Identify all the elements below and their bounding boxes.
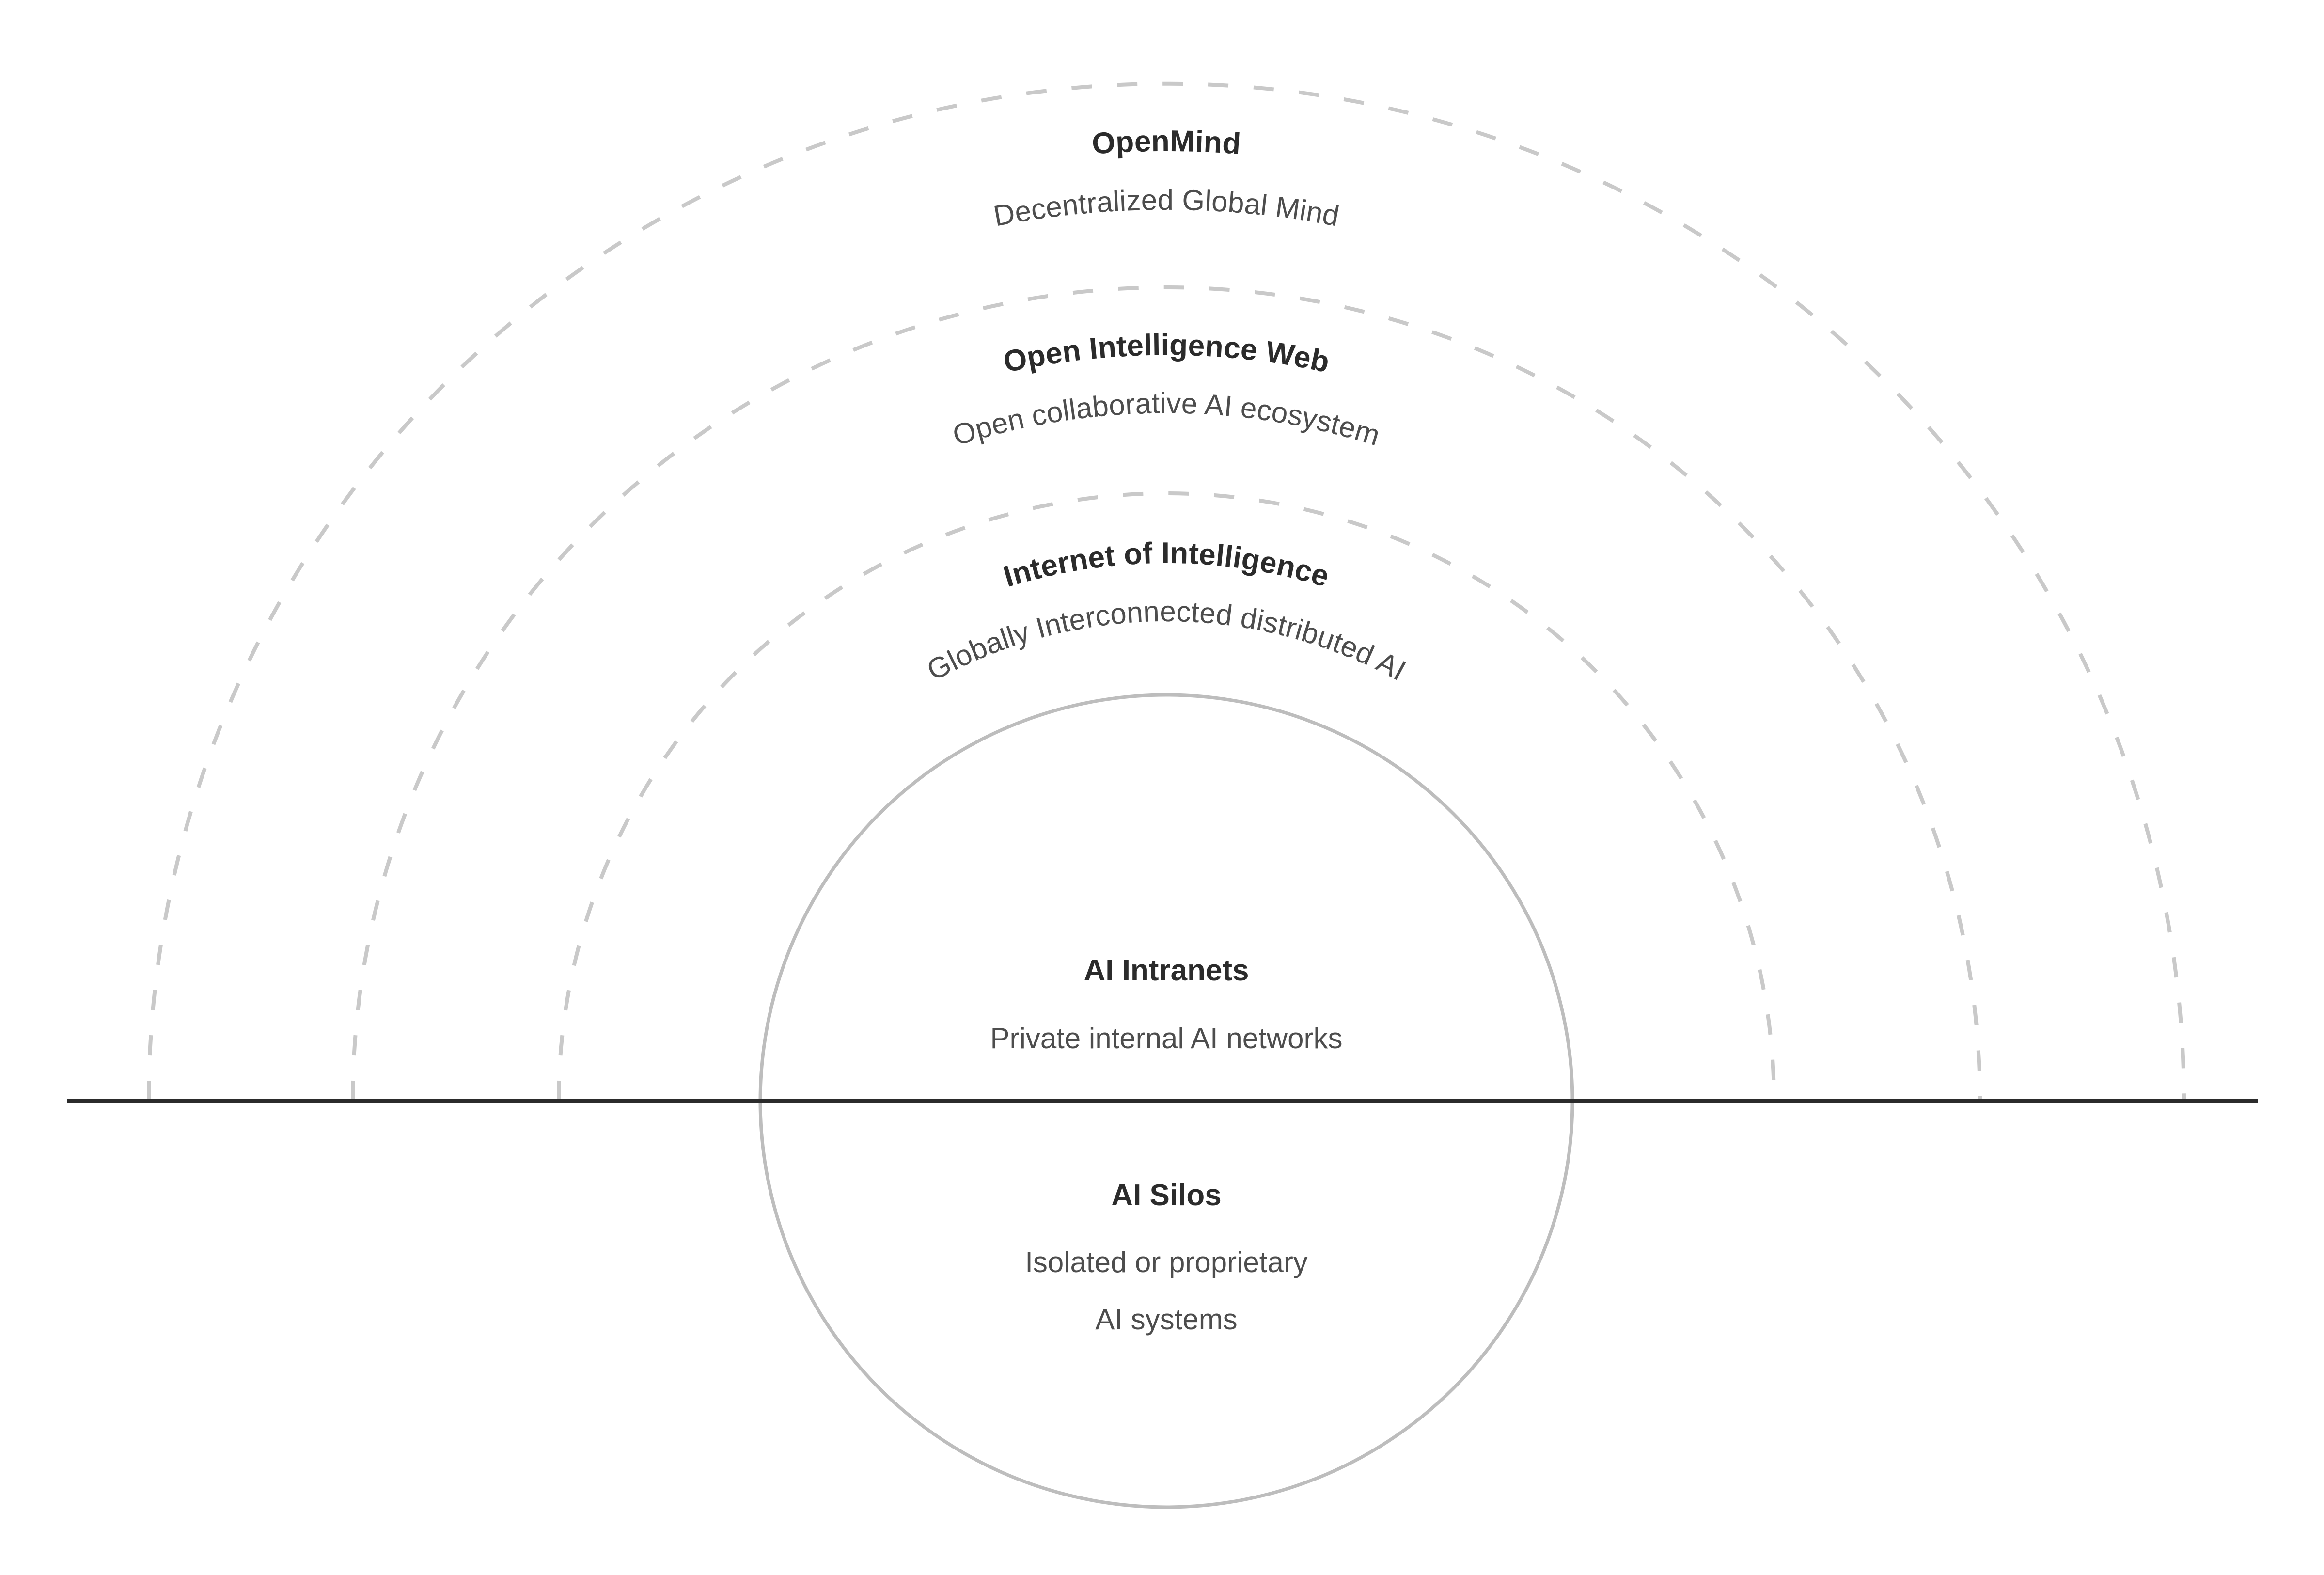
- layer-ai-silos: AI Silos Isolated or proprietary AI syst…: [1025, 1179, 1308, 1336]
- layer-ai-intranets-subtitle: Private internal AI networks: [990, 1022, 1342, 1055]
- layer-ai-intranets: AI Intranets Private internal AI network…: [990, 954, 1342, 1055]
- layer-openmind-title: OpenMind: [1091, 125, 1242, 161]
- layer-ai-silos-subtitle-line-2: AI systems: [1095, 1303, 1237, 1336]
- layer-open-intelligence-web-title: Open Intelligence Web: [1001, 329, 1333, 379]
- arc-open-intelligence-web: [351, 285, 1982, 1102]
- layer-ai-intranets-title: AI Intranets: [1083, 954, 1249, 987]
- layer-ai-silos-title: AI Silos: [1111, 1179, 1221, 1212]
- layer-open-intelligence-web-subtitle: Open collaborative AI ecosystem: [949, 387, 1383, 452]
- layer-internet-of-intelligence: Internet of Intelligence Globally Interc…: [557, 491, 1776, 1102]
- arc-internet-of-intelligence: [557, 491, 1776, 1102]
- arc-openmind: [147, 81, 2186, 1102]
- layer-internet-of-intelligence-title: Internet of Intelligence: [1000, 536, 1333, 594]
- layer-internet-of-intelligence-subtitle: Globally Interconnected distributed AI: [922, 595, 1412, 687]
- layer-ai-silos-subtitle-line-1: Isolated or proprietary: [1025, 1246, 1308, 1278]
- layer-openmind: OpenMind Decentralized Global Mind: [147, 81, 2186, 1102]
- layer-openmind-subtitle: Decentralized Global Mind: [991, 184, 1342, 233]
